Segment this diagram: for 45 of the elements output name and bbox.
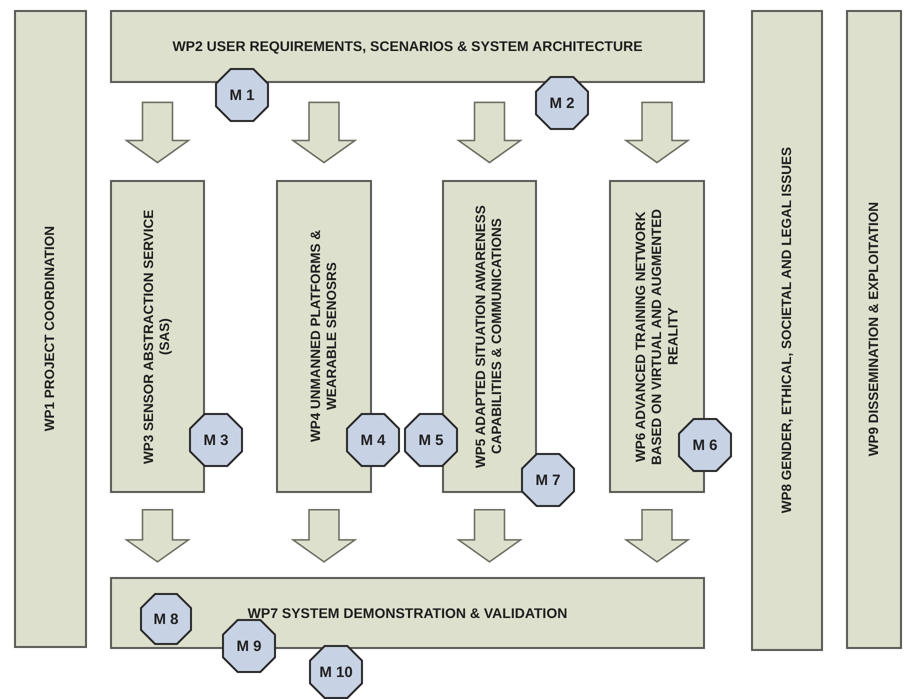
work-package-box xyxy=(110,10,705,83)
work-package-title: WP1 PROJECT COORDINATION xyxy=(42,226,58,432)
milestone-label: M 10 xyxy=(319,664,353,680)
milestone-octagon xyxy=(140,593,192,645)
work-package-title: WP4 UNMANNED PLATFORMS & WEARABLE SENOSRS xyxy=(308,229,340,444)
milestone-octagon xyxy=(535,76,589,130)
milestone-label: M 7 xyxy=(535,472,560,488)
block-arrow xyxy=(456,102,523,164)
work-package-title: WP2 USER REQUIREMENTS, SCENARIOS & SYSTEM ARCHITECTURE xyxy=(172,38,643,55)
work-package-box xyxy=(751,10,823,651)
milestone-octagon xyxy=(215,68,269,122)
block-arrow xyxy=(624,102,690,164)
milestone-octagon xyxy=(189,413,243,467)
milestone-octagon xyxy=(222,619,276,673)
block-arrow xyxy=(290,102,358,164)
milestone-label: M 2 xyxy=(549,94,574,112)
work-package-box xyxy=(276,180,372,493)
milestone-octagon xyxy=(346,413,400,467)
milestone-octagon xyxy=(404,413,458,467)
milestone-label: M 3 xyxy=(203,432,228,448)
block-arrow xyxy=(124,509,191,563)
work-package-box xyxy=(442,180,537,493)
work-package-title: WP9 DISSEMINATION & EXPLOITATION xyxy=(866,202,882,457)
block-arrow xyxy=(456,509,523,563)
work-package-title: WP3 SENSOR ABSTRACTION SERVICE (SAS) xyxy=(141,208,174,466)
block-arrow xyxy=(124,102,191,164)
block-arrow xyxy=(290,509,358,563)
work-package-title: WP7 SYSTEM DEMONSTRATION & VALIDATION xyxy=(248,604,568,622)
milestone-label: M 4 xyxy=(360,432,386,448)
milestone-label: M 6 xyxy=(692,436,718,454)
milestone-octagon xyxy=(678,418,732,472)
work-package-box xyxy=(846,10,902,649)
work-package-box xyxy=(14,10,87,648)
milestone-label: M 1 xyxy=(229,86,254,104)
work-package-title: WP5 ADAPTED SITUATION AWARENESS CAPABILITIES & COMMUNICATIONS xyxy=(473,204,506,470)
milestone-octagon xyxy=(521,453,575,507)
milestone-label: M 5 xyxy=(418,432,444,448)
work-package-box xyxy=(110,180,205,493)
milestone-label: M 9 xyxy=(236,638,262,654)
block-arrow xyxy=(624,509,690,563)
work-package-title: WP6 ADVANCED TRAINING NETWORK BASED ON VIRTUAL AND AUGMENTED REALITY xyxy=(632,208,682,467)
work-package-title: WP8 GENDER, ETHICAL, SOCIETAL AND LEGAL ISSUES xyxy=(778,147,795,514)
work-package-box xyxy=(609,180,705,493)
milestone-octagon xyxy=(309,645,363,699)
milestone-label: M 8 xyxy=(153,610,178,628)
